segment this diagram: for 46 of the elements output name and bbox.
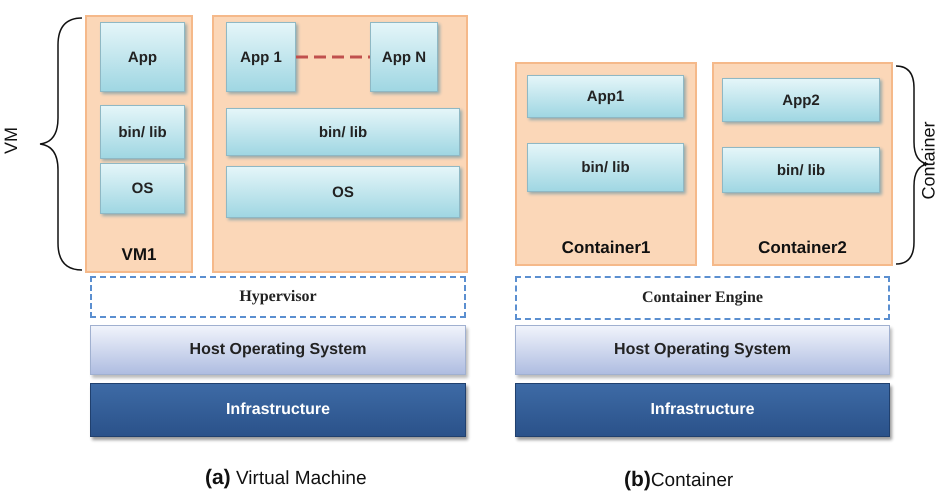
box-label: App1 [586, 88, 624, 105]
box-label: Container1 [562, 238, 650, 258]
machine-panel [212, 15, 468, 273]
box-label: bin/ lib [118, 124, 167, 140]
host-layer [515, 325, 890, 375]
layer-box [527, 143, 684, 192]
caption: (a) Virtual Machine [205, 466, 367, 490]
engine-layer [515, 276, 890, 320]
infrastructure-layer [90, 383, 466, 437]
box-label: Host Operating System [190, 341, 366, 359]
layer-box [100, 105, 185, 159]
machine-panel [515, 62, 697, 266]
box-label: VM1 [122, 245, 156, 265]
box-label: App N [382, 48, 426, 66]
caption: (b)Container [624, 468, 734, 492]
box-label: App [128, 48, 158, 66]
box-label: Hypervisor [239, 288, 317, 306]
box-label: bin/ lib [776, 162, 826, 178]
layer-box [527, 75, 684, 118]
machine-panel [85, 15, 193, 273]
engine-layer [90, 276, 466, 318]
box-label: Container Engine [642, 289, 764, 307]
box-label: Container2 [758, 238, 847, 258]
dashed-connector [296, 56, 370, 58]
box-label: bin/ lib [318, 124, 368, 140]
box-label: App2 [782, 92, 820, 108]
layer-box [100, 22, 185, 92]
layer-box [722, 147, 880, 193]
box-label: bin/ lib [581, 159, 630, 176]
machine-panel [712, 62, 893, 266]
box-label: OS [332, 184, 354, 200]
layer-box [226, 166, 460, 218]
layer-box [370, 22, 438, 92]
bracket-label: Container [918, 121, 940, 200]
layer-box [722, 78, 880, 122]
box-label: Infrastructure [226, 401, 330, 419]
layer-box [226, 22, 296, 92]
layer-box [100, 163, 185, 214]
box-label: Infrastructure [650, 401, 755, 419]
box-label: OS [132, 180, 154, 197]
bracket-label: VM [1, 127, 22, 154]
host-layer [90, 325, 466, 375]
box-label: Host Operating System [614, 341, 791, 359]
layer-box [226, 108, 460, 156]
box-label: App 1 [240, 48, 282, 66]
infrastructure-layer [515, 383, 890, 437]
